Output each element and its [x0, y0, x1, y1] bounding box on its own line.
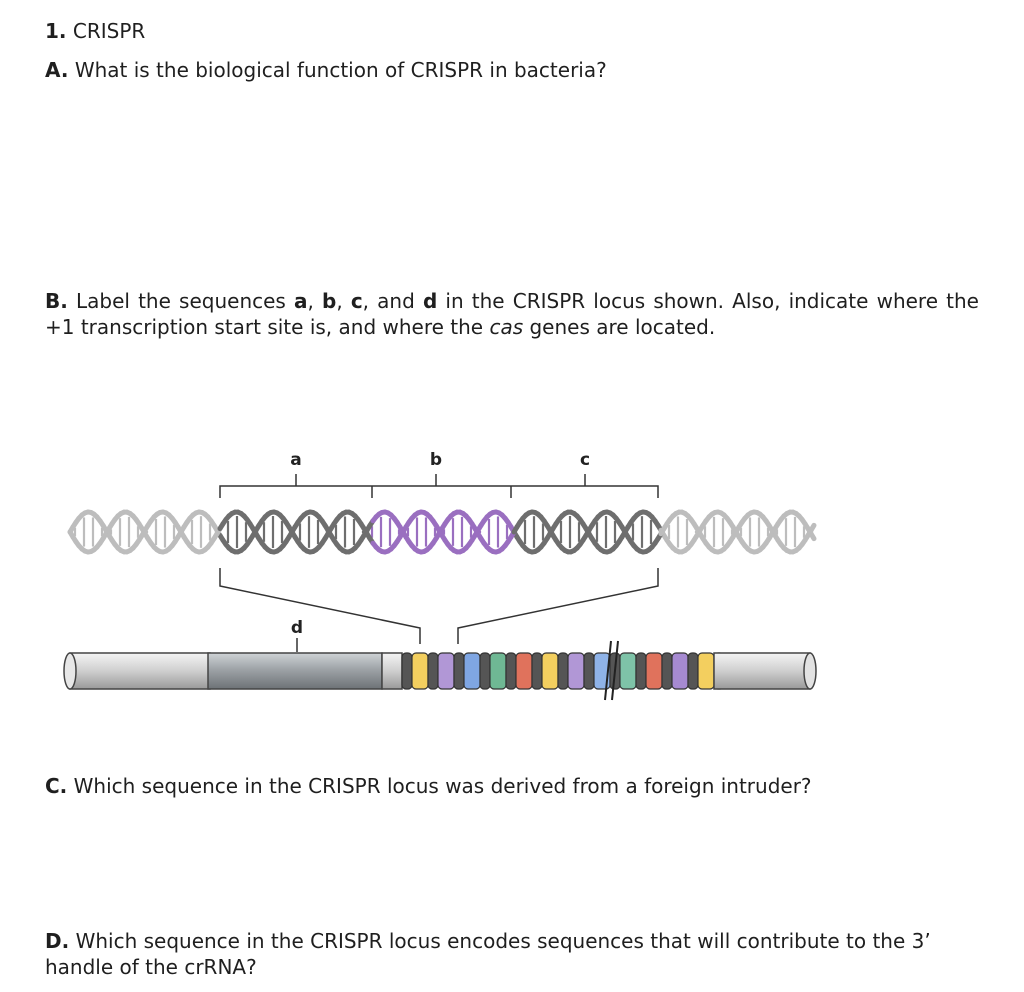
- bracket-top: [219, 474, 659, 498]
- part-b-cas: cas: [489, 315, 524, 339]
- leader-to-array: [381, 652, 403, 690]
- part-b-label-b: b: [321, 289, 337, 313]
- repeat-segment: [479, 652, 491, 690]
- part-c-question: C. Which sequence in the CRISPR locus wa…: [45, 773, 812, 799]
- repeat-spacer-array: [401, 652, 725, 690]
- part-b-label-d: d: [422, 289, 438, 313]
- break-mark: [604, 640, 619, 701]
- repeat-segment: [531, 652, 543, 690]
- label-b: b: [430, 450, 442, 470]
- repeat-segment: [427, 652, 439, 690]
- right-flank: [713, 652, 811, 690]
- spacer-segment: [463, 652, 481, 690]
- strand-2-segment: [808, 522, 817, 533]
- strand-1-segment: [808, 531, 817, 542]
- spacer-segment: [541, 652, 559, 690]
- spacer-segment: [411, 652, 429, 690]
- repeat-segment: [583, 652, 595, 690]
- part-d-letter: D.: [45, 929, 70, 953]
- repeat-segment: [661, 652, 673, 690]
- part-b-text-3: genes are located.: [523, 315, 716, 339]
- left-flank: [69, 652, 211, 690]
- spacer-segment: [671, 652, 689, 690]
- spacer-segment: [437, 652, 455, 690]
- part-a-letter: A.: [45, 58, 69, 82]
- part-b-text-2: in the CRISPR locus shown. Also, indicat…: [45, 289, 979, 339]
- part-d-text: Which sequence in the CRISPR locus encod…: [45, 929, 931, 979]
- part-b-letter: B.: [45, 289, 68, 313]
- repeat-segment: [453, 652, 465, 690]
- spacer-segment: [567, 652, 585, 690]
- question-heading: 1. CRISPR: [45, 18, 145, 44]
- part-a-question: A. What is the biological function of CR…: [45, 57, 607, 83]
- zoom-lines: [219, 568, 659, 644]
- crispr-locus-figure: a b c d: [63, 450, 817, 701]
- spacer-segment: [489, 652, 507, 690]
- label-a: a: [290, 450, 301, 470]
- spacer-segment: [619, 652, 637, 690]
- label-c: c: [580, 450, 590, 470]
- dna-double-helix: [67, 509, 817, 555]
- part-b-sep-1: ,: [307, 289, 322, 313]
- repeat-segment: [401, 652, 413, 690]
- part-c-text: Which sequence in the CRISPR locus was d…: [73, 774, 812, 798]
- question-title: CRISPR: [72, 19, 146, 43]
- spacer-segment: [515, 652, 533, 690]
- left-flank-end: [63, 652, 77, 690]
- label-d: d: [291, 618, 303, 638]
- repeat-segment: [505, 652, 517, 690]
- part-c-letter: C.: [45, 774, 68, 798]
- question-number: 1.: [45, 19, 67, 43]
- right-flank-end: [803, 652, 817, 690]
- part-b-label-c: c: [350, 289, 363, 313]
- part-b-label-a: a: [293, 289, 308, 313]
- part-b-question: B. Label the sequences a, b, c, and d in…: [45, 288, 979, 340]
- leader-region: [207, 652, 383, 690]
- part-b-sep-2: ,: [336, 289, 351, 313]
- crispr-locus-cylinder: [63, 640, 817, 701]
- repeat-segment: [687, 652, 699, 690]
- part-b-sep-3: , and: [362, 289, 423, 313]
- spacer-segment: [645, 652, 663, 690]
- part-b-text-1: Label the sequences: [75, 289, 294, 313]
- part-a-text: What is the biological function of CRISP…: [74, 58, 607, 82]
- repeat-segment: [635, 652, 647, 690]
- part-d-question: D. Which sequence in the CRISPR locus en…: [45, 928, 985, 980]
- repeat-segment: [557, 652, 569, 690]
- spacer-segment: [697, 652, 715, 690]
